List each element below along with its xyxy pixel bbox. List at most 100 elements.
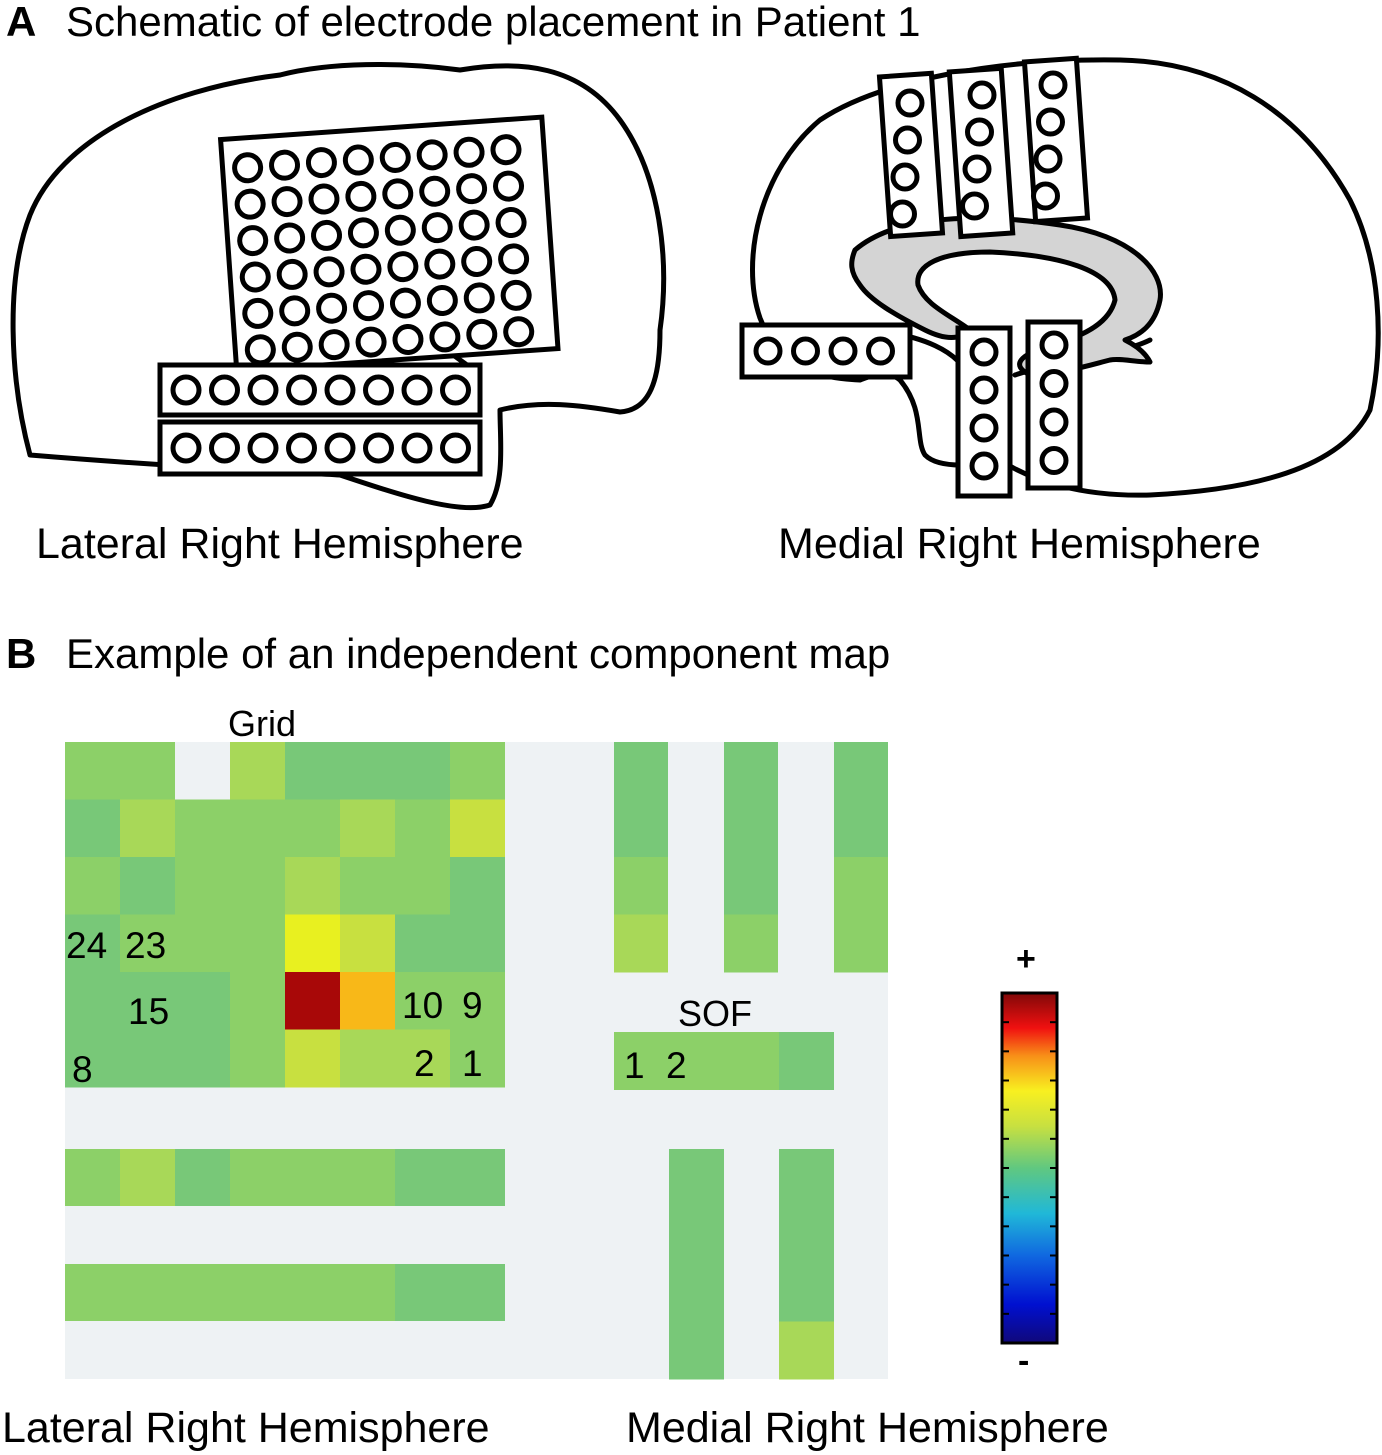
map-cell — [230, 1264, 285, 1321]
map-cell — [65, 857, 120, 915]
map-cell — [65, 914, 120, 973]
strip-electrode-contact — [209, 374, 240, 406]
grid-electrode-contact — [242, 297, 274, 329]
map-cell — [340, 1264, 395, 1321]
map-cell — [65, 799, 120, 858]
strip-electrode-contact — [401, 374, 433, 406]
map-cell — [340, 799, 395, 858]
panel-b-letter: B — [6, 630, 36, 677]
map-cell — [65, 1029, 120, 1088]
grid-electrode-contact — [276, 258, 308, 290]
grid-electrode-contact — [269, 149, 301, 181]
map-cell — [65, 1264, 120, 1321]
panel-b-title: Example of an independent component map — [66, 630, 890, 677]
map-cell — [175, 1029, 230, 1088]
strip-electrode-contact — [440, 374, 471, 406]
map-cell — [395, 799, 450, 858]
grid-electrode-contact — [389, 287, 421, 319]
medial-electrode-contact — [962, 154, 992, 184]
map-cell — [669, 1321, 724, 1380]
map-cell — [395, 857, 450, 915]
grid-electrode-contact — [353, 290, 385, 322]
strip-electrode-contact — [286, 374, 317, 406]
grid-electrode-contact — [461, 246, 493, 278]
map-cell — [175, 1149, 230, 1206]
map-cell — [779, 1032, 834, 1090]
medial-electrode-contact — [895, 88, 925, 118]
medial-electrode-contact — [1031, 181, 1060, 211]
grid-electrode-contact — [279, 295, 311, 327]
grid-electrode-contact — [313, 256, 345, 288]
medial-electrode-contact — [1039, 369, 1069, 398]
map-cell — [614, 799, 668, 858]
grid-electrode-contact — [456, 173, 488, 205]
map-cell — [834, 742, 888, 800]
strip-electrode-contact — [401, 432, 433, 464]
grid-electrode-contact — [274, 222, 306, 254]
map-cell — [450, 742, 505, 800]
map-cell — [175, 972, 230, 1030]
grid-electrode-contact — [421, 212, 453, 244]
medial-electrode-contact — [969, 337, 999, 367]
panel-a-letter: A — [6, 0, 36, 45]
panel-b-right-label: Medial Right Hemisphere — [626, 1404, 1109, 1452]
grid-electrode-contact — [453, 136, 485, 168]
map-cell — [285, 914, 340, 973]
strip-electrode-contact — [440, 432, 471, 464]
map-cell — [230, 914, 285, 973]
map-cell — [450, 1029, 505, 1088]
map-cell — [285, 972, 340, 1030]
map-cell — [395, 914, 450, 973]
map-cell — [724, 914, 778, 973]
strip-electrode-contact — [170, 374, 202, 406]
strip-electrode-contact — [363, 432, 394, 464]
map-cell — [450, 799, 505, 858]
electrode-number-15: 15 — [128, 991, 169, 1032]
map-cell — [450, 1264, 505, 1321]
panel-a-right-label: Medial Right Hemisphere — [778, 520, 1261, 568]
map-cell — [285, 1029, 340, 1088]
grid-electrode-contact — [305, 147, 337, 179]
map-cell — [175, 799, 230, 858]
map-cell — [340, 1149, 395, 1206]
strip-electrode-contact — [170, 432, 202, 464]
grid-electrode-contact — [237, 225, 269, 257]
map-cell — [779, 1264, 834, 1322]
medial-top-contacts — [888, 70, 1068, 229]
grid-electrode-contact — [244, 334, 276, 366]
medial-electrode-contact — [969, 375, 999, 405]
grid-electrode-contact — [379, 141, 411, 173]
medial-electrode-contact — [1039, 446, 1069, 475]
panel-b-left-label: Lateral Right Hemisphere — [2, 1404, 490, 1452]
grid-electrode-contact — [458, 209, 490, 241]
electrode-number-24: 24 — [66, 925, 107, 966]
map-cell — [395, 972, 450, 1030]
map-cell — [285, 799, 340, 858]
map-cell — [175, 857, 230, 915]
strip-electrode-contact — [247, 432, 279, 464]
medial-electrode-contact — [791, 336, 820, 366]
map-cell — [395, 1029, 450, 1088]
map-cell — [669, 1149, 724, 1207]
strip-electrode-contact — [324, 432, 356, 464]
colorbar-ticks — [1002, 1021, 1057, 1315]
map-cell — [65, 742, 120, 800]
map-cell — [65, 1149, 120, 1206]
map-cell — [230, 857, 285, 915]
grid-electrode-contact — [281, 331, 313, 363]
medial-electrode-contact — [866, 336, 895, 366]
medial-electrode-contact — [1033, 144, 1063, 174]
grid-electrode-contact — [419, 175, 451, 207]
grid-electrode-contact — [490, 134, 522, 166]
map-cell — [230, 1149, 285, 1206]
map-cell — [614, 1032, 669, 1090]
map-cell — [65, 972, 120, 1030]
grid-electrode-contact — [392, 323, 424, 355]
map-cell — [230, 1029, 285, 1088]
map-cell — [724, 1032, 779, 1090]
colorbar-minus: - — [1018, 1342, 1029, 1380]
medial-electrode-contact — [1038, 70, 1068, 100]
strip-electrode-contact — [247, 374, 279, 406]
map-cell — [120, 1149, 175, 1206]
